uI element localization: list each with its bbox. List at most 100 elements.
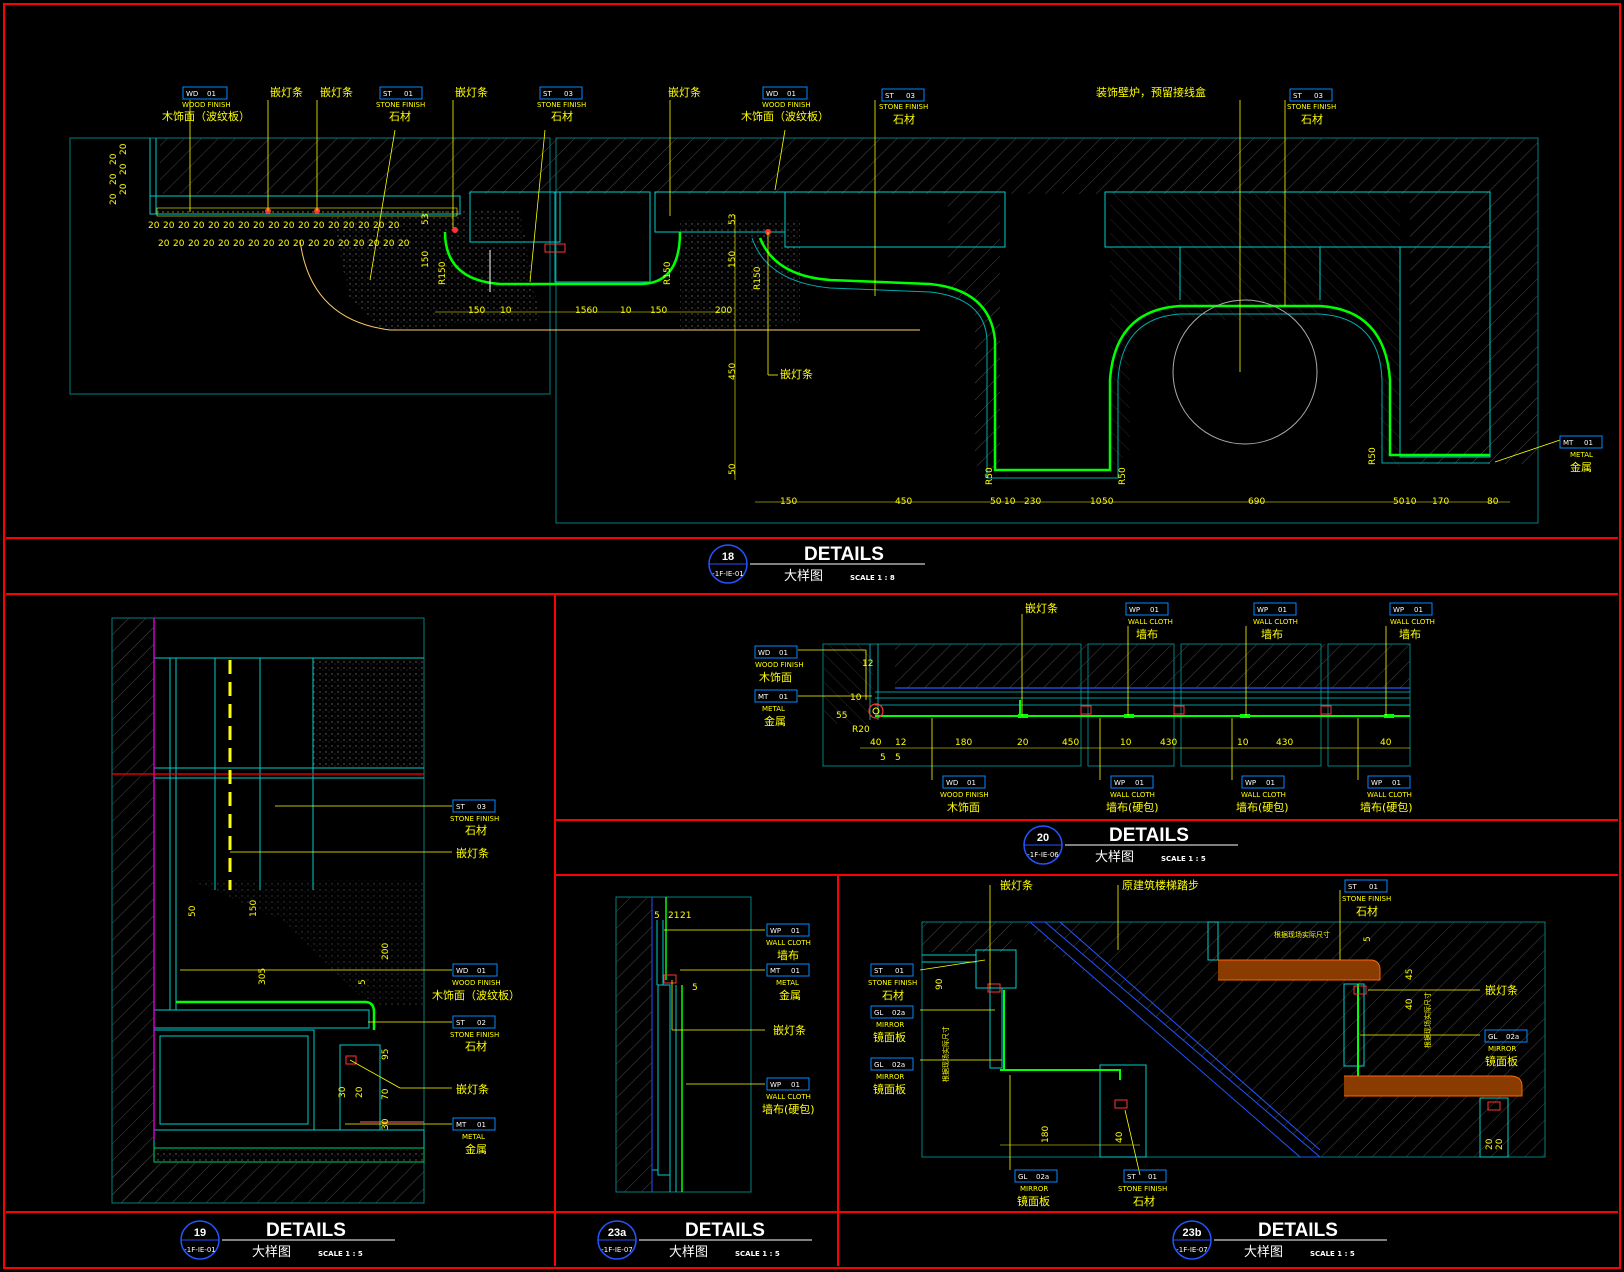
svg-text:WALL CLOTH: WALL CLOTH [766, 1093, 811, 1101]
svg-text:WOOD FINISH: WOOD FINISH [182, 101, 231, 109]
detail-20-led-label: 嵌灯条 [1025, 601, 1058, 615]
svg-text:01: 01 [787, 90, 796, 98]
dim-label: 20 [109, 173, 119, 185]
svg-text:STONE FINISH: STONE FINISH [1342, 895, 1391, 903]
dim-label: R50 [1368, 447, 1378, 465]
detail-20-tag-wp01-a: WP 01 WALL CLOTH 墙布 [1125, 602, 1173, 641]
detail-23b-leaders [919, 885, 1480, 1176]
svg-text:WP: WP [770, 927, 781, 935]
dim-label: 10 [1090, 497, 1102, 507]
dim-label: 200 [715, 306, 732, 316]
svg-text:23a: 23a [608, 1227, 627, 1239]
dim-label: 20 [119, 163, 129, 175]
svg-text:SCALE 1 : 5: SCALE 1 : 5 [1161, 855, 1206, 863]
svg-text:STONE FINISH: STONE FINISH [1118, 1185, 1167, 1193]
svg-text:WD: WD [766, 90, 778, 98]
dim-label: 95 [381, 1049, 391, 1060]
dim-label: 20 [1017, 738, 1029, 748]
svg-text:WP: WP [1257, 606, 1268, 614]
detail-20-tag-wp01h-b: WP 01 WALL CLOTH 墙布(硬包) [1236, 775, 1289, 814]
detail-23b-tag-gl02a-a: GL 02a MIRROR 镜面板 [1484, 1029, 1528, 1068]
detail-19-drawing [111, 617, 425, 1204]
svg-text:SCALE 1 : 8: SCALE 1 : 8 [850, 574, 895, 582]
svg-text:STONE FINISH: STONE FINISH [537, 101, 586, 109]
dim-label: 5 [880, 753, 886, 763]
dim-label: 20 [208, 221, 220, 231]
svg-text:METAL: METAL [762, 705, 785, 713]
svg-text:02a: 02a [1036, 1173, 1049, 1181]
svg-text:WOOD FINISH: WOOD FINISH [452, 979, 501, 987]
svg-text:WD: WD [456, 967, 468, 975]
svg-text:MT: MT [1563, 439, 1574, 447]
svg-text:石材: 石材 [893, 112, 915, 126]
svg-text:WD: WD [758, 649, 770, 657]
svg-text:SCALE 1 : 5: SCALE 1 : 5 [1310, 1250, 1355, 1258]
svg-text:ST: ST [874, 967, 883, 975]
dim-label: 80 [1487, 497, 1499, 507]
detail-23b-site-note-c: 根据现场实际尺寸 [941, 1026, 950, 1082]
detail-18-led-label-3: 嵌灯条 [455, 85, 488, 99]
detail-19-tag-mt01: MT 01 METAL 金属 [452, 1117, 496, 1156]
svg-text:DETAILS: DETAILS [1109, 825, 1189, 846]
dim-label: 10 [1120, 738, 1132, 748]
svg-text:WP: WP [1129, 606, 1140, 614]
svg-text:WD: WD [946, 779, 958, 787]
svg-text:墙布: 墙布 [777, 948, 799, 962]
svg-text:METAL: METAL [462, 1133, 485, 1141]
detail-18-led-label-4: 嵌灯条 [668, 85, 701, 99]
svg-text:ST: ST [1293, 92, 1302, 100]
svg-text:01: 01 [1584, 439, 1593, 447]
svg-text:大样图: 大样图 [784, 569, 823, 584]
svg-text:大样图: 大样图 [669, 1245, 708, 1260]
dim-label: 20 [398, 239, 410, 249]
dim-label: 200 [381, 943, 391, 960]
dim-label: R150 [438, 261, 448, 285]
detail-23b-tag-st01-b: ST 01 STONE FINISH 石材 [868, 963, 917, 1002]
dim-label: 40 [1380, 738, 1392, 748]
dim-label: 53 [728, 214, 738, 225]
detail-20-tag-wp01h-a: WP 01 WALL CLOTH 墙布(硬包) [1106, 775, 1159, 814]
svg-text:WALL CLOTH: WALL CLOTH [1110, 791, 1155, 799]
svg-text:01: 01 [895, 967, 904, 975]
dim-label: 20 [253, 221, 265, 231]
detail-20-leaders [798, 614, 1387, 780]
detail-23a-drawing [615, 896, 752, 1193]
svg-text:大样图: 大样图 [1095, 850, 1134, 865]
svg-text:木饰面（波纹板）: 木饰面（波纹板） [741, 109, 829, 123]
dim-label: 20 [248, 239, 260, 249]
svg-text:STONE FINISH: STONE FINISH [1287, 103, 1336, 111]
svg-text:02: 02 [477, 1019, 486, 1027]
dim-label: 21 [680, 911, 691, 921]
dim-label: 20 [188, 239, 200, 249]
detail-23b-site-note-b: 根据现场实际尺寸 [1423, 992, 1432, 1048]
dim-label: 20 [119, 183, 129, 195]
svg-text:01: 01 [1414, 606, 1423, 614]
svg-text:石材: 石材 [551, 109, 573, 123]
svg-text:大样图: 大样图 [252, 1245, 291, 1260]
dim-label: 21 [668, 911, 679, 921]
dim-label: 20 [343, 221, 355, 231]
dim-label: 5 [1363, 936, 1373, 942]
svg-text:金属: 金属 [764, 714, 786, 728]
dim-label: 20 [238, 221, 250, 231]
svg-text:WALL CLOTH: WALL CLOTH [1390, 618, 1435, 626]
svg-text:WALL CLOTH: WALL CLOTH [1253, 618, 1298, 626]
svg-text:WOOD FINISH: WOOD FINISH [762, 101, 811, 109]
svg-text:WD: WD [186, 90, 198, 98]
dim-label: R20 [852, 725, 870, 735]
dim-label: 305 [258, 968, 268, 985]
svg-text:ST: ST [543, 90, 552, 98]
dim-label: 450 [1062, 738, 1079, 748]
svg-text:18: 18 [722, 551, 734, 563]
detail-20-tag-wd01-b: WD 01 WOOD FINISH 木饰面 [940, 775, 989, 814]
svg-text:GL: GL [1488, 1033, 1497, 1041]
svg-text:金属: 金属 [1570, 460, 1592, 474]
svg-text:木饰面（波纹板）: 木饰面（波纹板） [162, 109, 250, 123]
dim-label: 20 [173, 239, 185, 249]
detail-23b-site-note-a: 根据现场实际尺寸 [1274, 930, 1330, 939]
dim-label: 150 [780, 497, 797, 507]
